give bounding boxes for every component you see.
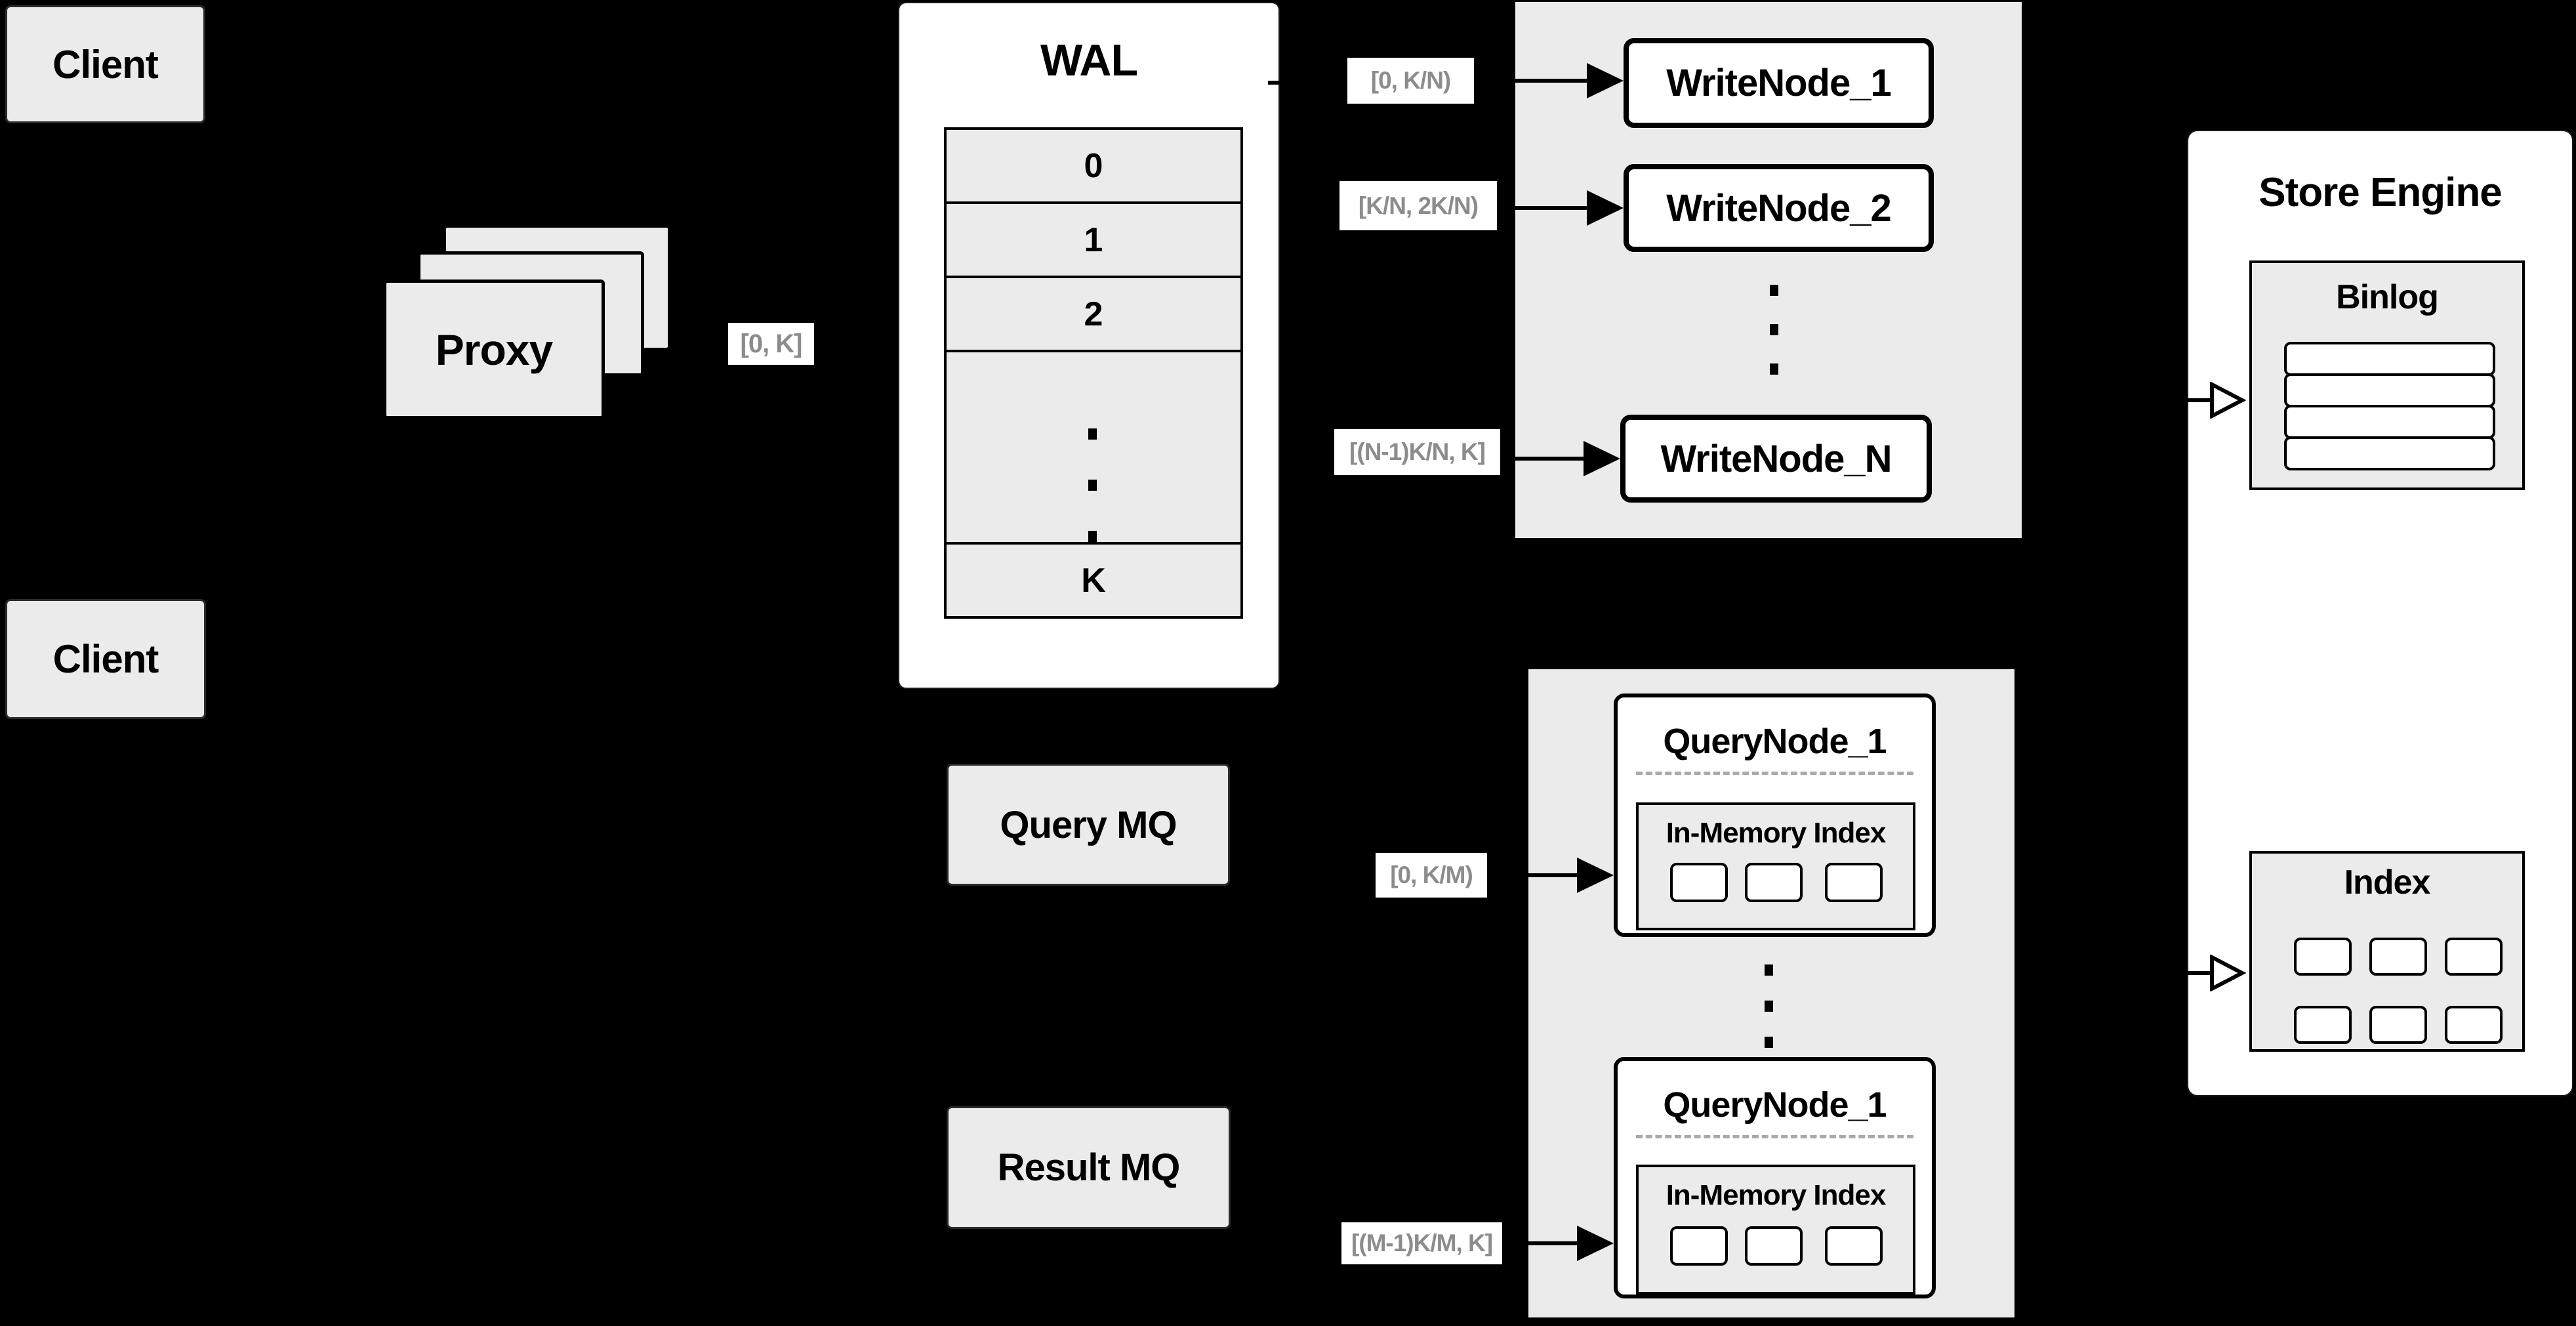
index-cell <box>2294 938 2352 976</box>
in-memory-index-title: In-Memory Index <box>1666 817 1887 849</box>
proxy-node: Proxy <box>383 280 605 419</box>
wal-segment-row-last: K <box>944 542 1243 619</box>
store-engine-panel: Store Engine Binlog Index <box>2187 130 2573 1096</box>
write-node-ellipsis-dot <box>1770 285 1778 296</box>
wal-outgoing-line-stub <box>1268 81 1280 85</box>
query-node-ellipsis-dot <box>1765 1001 1773 1012</box>
hollow-arrowhead-icon <box>2210 955 2246 991</box>
in-memory-index-title: In-Memory Index <box>1666 1179 1887 1211</box>
in-memory-index-box-bottom: In-Memory Index <box>1636 1165 1915 1295</box>
client-node-bottom-label: Client <box>52 637 159 681</box>
index-cell <box>2369 938 2427 976</box>
write-node-1: WriteNode_1 <box>1624 38 1934 128</box>
query-node-ellipsis-dot <box>1765 1037 1773 1048</box>
result-mq-node: Result MQ <box>947 1106 1231 1229</box>
wal-panel: WAL 0 1 2 K <box>898 2 1280 689</box>
proxy-range-label: [0, K] <box>728 323 814 365</box>
write-node-ellipsis-dot <box>1770 363 1778 375</box>
query-node-bottom-title: QueryNode_1 <box>1663 1085 1887 1125</box>
write-node-n: WriteNode_N <box>1620 415 1932 503</box>
query-node-top: QueryNode_1 In-Memory Index <box>1614 694 1936 937</box>
in-memory-segment <box>1745 863 1803 902</box>
index-cell <box>2445 1006 2503 1044</box>
binlog-row <box>2284 373 2495 407</box>
wal-ellipsis-dot <box>1088 480 1097 491</box>
write-node-1-range-label: [0, K/N) <box>1347 58 1474 104</box>
write-node-ellipsis-dot <box>1770 324 1778 335</box>
query-node-bottom-range-label: [(M-1)K/M, K] <box>1341 1222 1502 1264</box>
wal-title: WAL <box>1040 35 1138 85</box>
wal-segment-row-ellipsis <box>944 350 1243 545</box>
hollow-arrowhead-icon <box>2210 382 2246 419</box>
wal-segment-row: 1 <box>944 201 1243 278</box>
store-engine-title: Store Engine <box>2259 170 2502 215</box>
query-node-ellipsis-dot <box>1765 964 1773 976</box>
query-node-top-range-label: [0, K/M) <box>1376 853 1487 898</box>
write-node-2: WriteNode_2 <box>1624 164 1934 252</box>
in-memory-segment <box>1670 1226 1728 1266</box>
index-box: Index <box>2249 851 2525 1052</box>
wal-segment-row: 0 <box>944 127 1243 204</box>
query-node-top-title: QueryNode_1 <box>1663 722 1887 761</box>
binlog-row <box>2284 405 2495 439</box>
query-node-separator <box>1636 1135 1913 1138</box>
index-cell <box>2369 1006 2427 1044</box>
wal-ellipsis-dot <box>1088 428 1097 440</box>
in-memory-segment <box>1825 1226 1883 1266</box>
client-node-top-label: Client <box>52 42 159 87</box>
write-node-2-range-label: [K/N, 2K/N) <box>1339 181 1497 230</box>
proxy-label: Proxy <box>435 325 553 374</box>
binlog-rows <box>2284 342 2495 470</box>
client-node-top: Client <box>5 5 205 123</box>
in-memory-segment <box>1745 1226 1803 1266</box>
in-memory-segment <box>1825 863 1883 902</box>
query-node-bottom: QueryNode_1 In-Memory Index <box>1614 1057 1936 1298</box>
binlog-box: Binlog <box>2249 260 2525 490</box>
index-cell <box>2445 938 2503 976</box>
client-node-bottom: Client <box>5 599 206 719</box>
binlog-row <box>2284 342 2495 376</box>
index-cell <box>2294 1006 2352 1044</box>
wal-segment-table: 0 1 2 K <box>944 127 1243 619</box>
query-node-separator <box>1636 772 1913 775</box>
wal-ellipsis-dot <box>1088 531 1097 542</box>
binlog-title: Binlog <box>2336 278 2439 316</box>
binlog-row <box>2284 436 2495 470</box>
in-memory-index-box-top: In-Memory Index <box>1636 802 1915 930</box>
index-title: Index <box>2344 863 2431 901</box>
write-node-n-range-label: [(N-1)K/N, K] <box>1334 429 1500 475</box>
wal-segment-row: 2 <box>944 276 1243 352</box>
in-memory-segment <box>1670 863 1728 902</box>
query-mq-node: Query MQ <box>947 764 1230 886</box>
